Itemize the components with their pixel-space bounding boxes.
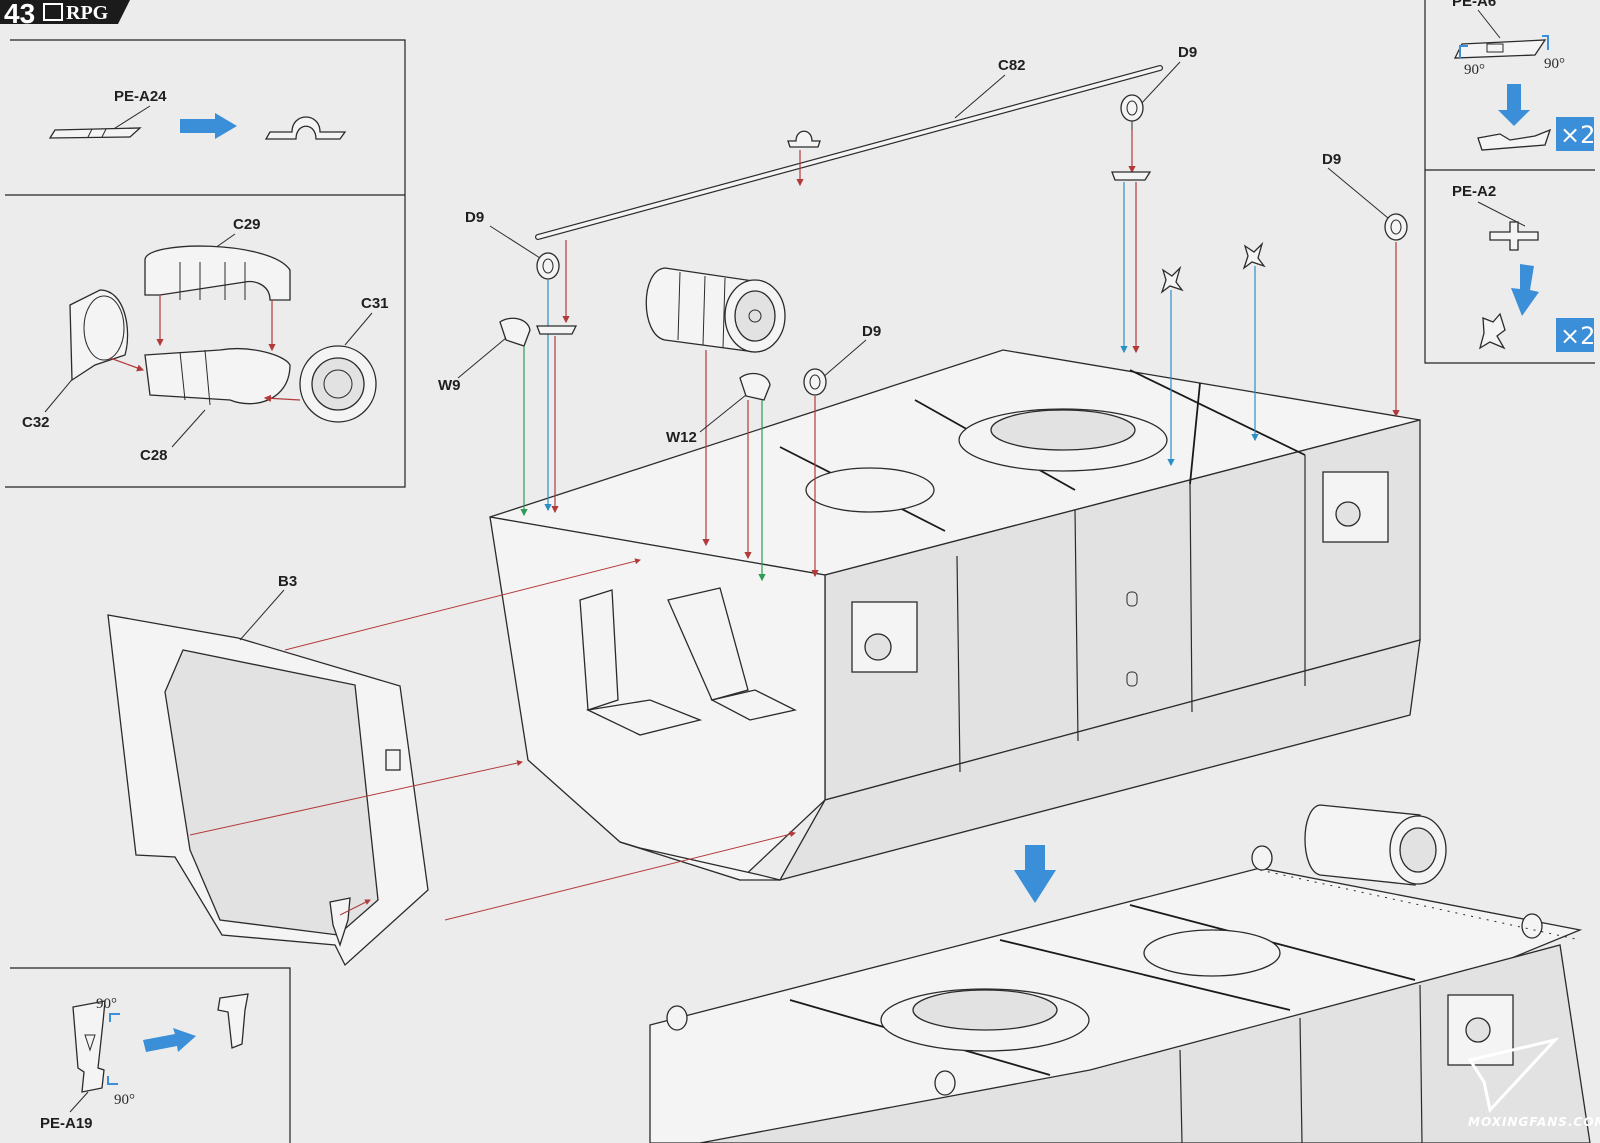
pe-a6-angle-left: 90°	[1464, 62, 1485, 78]
assembled-d9-a	[1251, 845, 1273, 871]
brand-logo-icon	[43, 3, 63, 21]
inset-c-parts: C29 C31 C32 C28	[22, 216, 389, 464]
grab-rail-assembly: C82 D9 D9 W9 D9 D9	[438, 44, 1408, 582]
pe-a19-angle-top: 90°	[96, 996, 117, 1012]
step-number: 43	[4, 0, 35, 29]
pe-a2-qty: ×2	[1560, 322, 1595, 350]
pe-a6-qty-badge	[1556, 117, 1594, 151]
arrow-right-icon-2	[143, 1028, 196, 1052]
hull-assembled	[649, 804, 1591, 1143]
c82-label: C82	[998, 57, 1026, 74]
rear-door-b3: B3	[107, 573, 429, 967]
c31-label: C31	[361, 295, 389, 312]
pe-a2-flat-part	[1489, 221, 1539, 251]
inset-pe-a19: 90° 90° PE-A19	[40, 993, 249, 1132]
inset-pe-a24: PE-A24	[48, 88, 347, 140]
pe-a24-bent-part	[264, 116, 347, 140]
w12-part	[739, 372, 771, 401]
arrow-down-icon-2	[1511, 264, 1539, 316]
w12-label: W12	[666, 429, 697, 446]
d9-top-label: D9	[1178, 44, 1197, 61]
pe-a2-fitting-b	[1242, 241, 1266, 270]
assembled-d9-d	[1521, 913, 1543, 939]
d9-eye-top	[1120, 94, 1144, 122]
door-bracket	[329, 897, 351, 948]
assembled-d9-b	[666, 1005, 688, 1031]
pe-a24-label: PE-A24	[114, 88, 167, 105]
step-badge: 43 RPG	[0, 0, 130, 29]
crew-seats	[579, 587, 797, 736]
inset-pe-a2: PE-A2 ×2	[1452, 183, 1595, 352]
pe-a2-bent-part	[1478, 312, 1506, 350]
inset-pe-a6: PE-A6 90° 90° ×2	[1452, 0, 1595, 151]
small-roof-hatch	[805, 467, 935, 513]
pe-a6-fitting-top	[1111, 171, 1152, 181]
d9-right-label: D9	[1322, 151, 1341, 168]
side-port-left	[851, 601, 918, 673]
hull-main	[489, 349, 1421, 882]
pe-a2-fitting-a	[1160, 265, 1184, 294]
watermark: MOXINGFANS.COM	[1467, 1037, 1600, 1129]
d9-eye-left	[536, 252, 560, 280]
c32-part	[69, 289, 129, 382]
rail-clamp	[787, 130, 821, 148]
pe-a6-qty: ×2	[1560, 121, 1595, 149]
c29-part	[144, 245, 291, 301]
result-arrow-icon	[1014, 845, 1056, 903]
inset-frames	[5, 0, 1595, 1143]
c82-rail	[536, 66, 1162, 239]
watermark-text: MOXINGFANS.COM	[1468, 1115, 1600, 1129]
pe-a19-bent-part	[217, 993, 249, 1049]
d9-mid-label: D9	[862, 323, 881, 340]
paper-plane-icon	[1467, 1037, 1560, 1114]
d9-eye-right	[1384, 213, 1408, 241]
pe-a2-qty-badge	[1556, 318, 1594, 352]
pe-a6-fitting-left	[536, 325, 578, 335]
side-port-right	[1322, 471, 1389, 543]
pe-a19-angle-bottom: 90°	[114, 1092, 135, 1108]
pe-a6-label: PE-A6	[1452, 0, 1496, 10]
door-guide-lines	[189, 558, 796, 921]
c28-part	[144, 348, 291, 405]
c29-label: C29	[233, 216, 261, 233]
assembled-small-hatch	[1143, 929, 1281, 977]
b3-label: B3	[278, 573, 297, 590]
pe-a24-flat-part	[48, 127, 142, 139]
assembled-searchlight	[1304, 804, 1447, 886]
c28-label: C28	[140, 447, 168, 464]
arrow-right-icon	[180, 113, 237, 139]
assembled-d9-c	[934, 1070, 956, 1096]
c32-label: C32	[22, 414, 50, 431]
assembled-side	[699, 944, 1591, 1143]
d9-left-label: D9	[465, 209, 484, 226]
w9-part	[499, 317, 531, 347]
arrow-down-icon	[1498, 84, 1530, 126]
door-latch	[385, 749, 401, 771]
pe-a2-label: PE-A2	[1452, 183, 1496, 200]
d9-eye-mid	[803, 368, 827, 396]
brand-name: RPG	[66, 2, 109, 24]
w9-label: W9	[438, 377, 461, 394]
hull-lower-skirt	[778, 639, 1421, 882]
pe-a6-angle-right: 90°	[1544, 56, 1565, 72]
pe-a6-bent-part	[1477, 128, 1552, 151]
searchlight-assembly	[645, 267, 786, 353]
pe-a6-flat-part	[1453, 39, 1547, 59]
hull-rear-opening	[489, 516, 826, 881]
pe-a19-label: PE-A19	[40, 1115, 93, 1132]
